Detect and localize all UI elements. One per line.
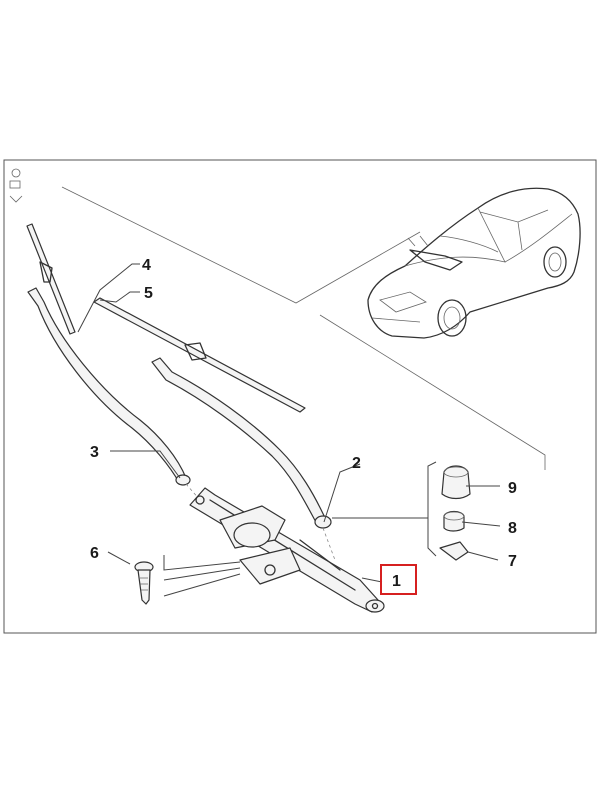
corner-icons (9, 168, 23, 203)
callout-7: 7 (508, 553, 517, 570)
callout-1-highlight-box (380, 564, 417, 595)
callout-5: 5 (144, 285, 153, 302)
callout-3: 3 (90, 444, 99, 461)
grommet-part-9 (441, 465, 471, 500)
wiper-arm-part-2 (151, 357, 332, 529)
car-illustration (367, 187, 581, 339)
bolt-part-6 (134, 561, 154, 605)
leader-lines (77, 263, 501, 597)
wiper-blade-part-5 (93, 297, 306, 413)
parts-group-bracket (427, 461, 437, 557)
wiper-blade-part-4 (26, 223, 76, 335)
callout-6: 6 (90, 545, 99, 562)
bushing-part-8 (443, 510, 465, 532)
callout-2: 2 (352, 455, 361, 472)
washer-part-7 (439, 541, 469, 561)
callout-1: 1 (392, 573, 401, 590)
callout-4: 4 (142, 257, 151, 274)
alignment-line-b (322, 527, 336, 561)
callout-8: 8 (508, 520, 517, 537)
diagram-frame (3, 159, 597, 634)
view-reference-lines (61, 186, 546, 470)
wiper-linkage-part-1 (189, 487, 385, 613)
wiper-arm-part-3 (27, 287, 191, 486)
callout-9: 9 (508, 480, 517, 497)
